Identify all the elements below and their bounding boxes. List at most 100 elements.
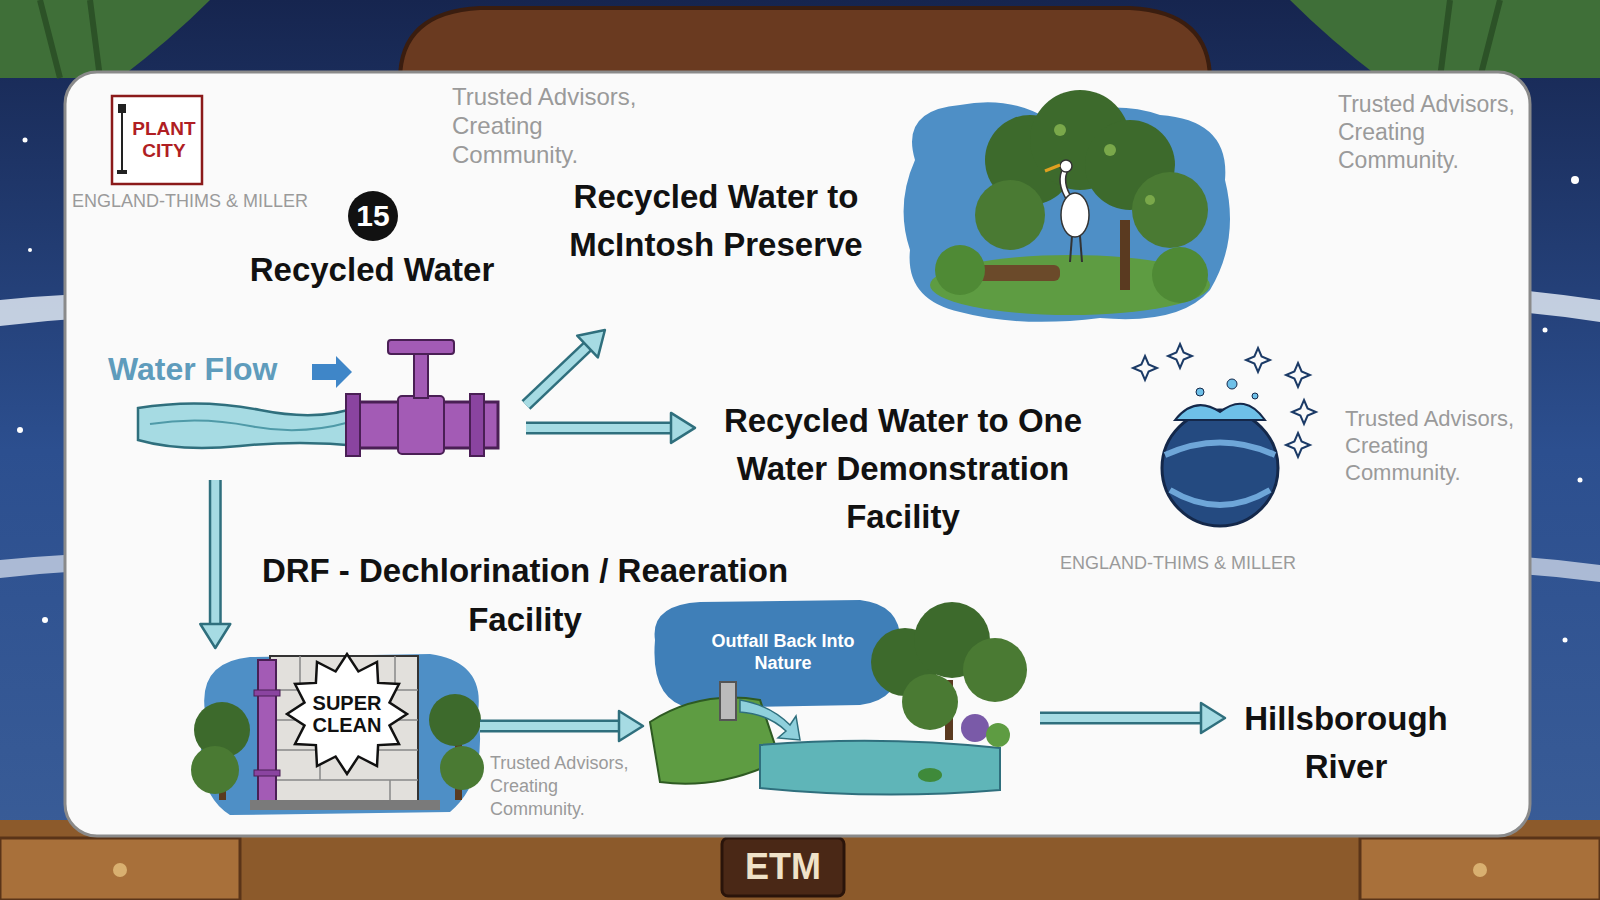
preserve-illustration [1060,160,1072,172]
wooden-frame [113,863,127,877]
facility-illustration [1292,400,1316,424]
night-sky [1543,328,1548,333]
flow-arrow [1040,703,1225,733]
node-heading: Recycled Water to One Water Demonstratio… [703,397,1103,541]
content-panel [65,72,1530,836]
drf-illustration [429,694,481,746]
wooden-frame [400,8,1210,80]
arrow-head [577,330,605,357]
arrow-outline [209,480,222,626]
outfall-illustration [961,714,989,742]
step-node: DRF - Dechlorination / Reaeration Facili… [194,648,480,818]
arrow-head [619,711,643,741]
night-sky [42,617,48,623]
arrow-body [480,722,621,730]
curtains [1290,0,1600,78]
drf-illustration [250,800,440,810]
callout-number: 15 [348,198,398,234]
night-sky [1563,638,1568,643]
preserve-illustration [1070,236,1072,262]
flow-arrow-icon [312,356,352,388]
facility-illustration [1227,379,1237,389]
wooden-frame [0,838,240,900]
outfall-illustration [720,682,736,720]
node-heading: Hillsborough River [1231,695,1461,791]
preserve-illustration [935,245,985,295]
flow-label: Water Flow [108,350,277,388]
outfall-illustration [654,600,900,708]
outfall-illustration [902,674,958,730]
arrow-outline [526,345,589,405]
step-node: Recycled Water to McIntosh Preserve [550,95,1245,330]
preserve-illustration [1104,144,1116,156]
curtains [40,0,100,78]
preserve-illustration [1054,124,1066,136]
facility-illustration [1133,344,1316,526]
pipe-illustration [346,394,360,456]
night-sky [1571,176,1579,184]
step-node: Hillsborough River [1225,690,1470,795]
facility-illustration [1133,356,1157,380]
pipe-illustration [398,396,444,454]
curtains [0,0,210,78]
drf-illustration [254,770,280,776]
pipe-illustration [470,394,484,456]
pipe-illustration [138,403,360,448]
preserve-illustration [1145,195,1155,205]
city-logo [112,96,202,184]
watermark-text: ENGLAND-THIMS & MILLER [72,190,308,212]
outfall-illustration [986,723,1010,747]
wooden-frame [1360,838,1600,900]
city-logo [121,112,123,172]
drf-illustration [258,660,276,805]
arrow-body [526,345,589,405]
facility-illustration [1286,363,1310,387]
arrow-head [1201,703,1225,733]
outfall-illustration [918,768,942,782]
facility-illustration [1196,388,1204,396]
arrow-outline [480,720,621,733]
facility-illustration [1165,443,1275,456]
drf-illustration [440,746,484,790]
city-logo [117,170,127,174]
drf-illustration [191,654,484,815]
arrow-body [1040,714,1203,722]
preserve-illustration [1132,172,1208,248]
node-heading: Recycled Water to McIntosh Preserve [546,173,886,269]
preserve-illustration [1045,165,1060,171]
starburst-text: SUPER CLEAN [307,692,387,736]
watermark-text: ENGLAND-THIMS & MILLER [1060,552,1296,574]
facility-illustration [1252,393,1258,399]
step-node: Outfall Back Into Nature [643,600,1040,800]
drf-illustration [254,690,280,696]
flow-arrow [526,330,605,405]
preserve-illustration [1152,247,1208,303]
outfall-illustration [963,638,1027,702]
drf-illustration [287,654,407,774]
preserve-illustration [1080,236,1082,262]
flow-arrow [200,480,230,648]
city-logo [118,104,126,113]
night-sky [17,427,23,433]
preserve-illustration [1120,220,1130,290]
drf-illustration [191,746,239,794]
arrow-body [211,480,219,626]
arrow-head [671,413,695,443]
watermark-text: Trusted Advisors, Creating Community. [1338,90,1526,174]
night-sky [23,138,28,143]
facility-illustration [1170,490,1270,505]
flow-arrow [480,711,643,741]
curtains [1440,0,1500,78]
facility-illustration [1162,410,1278,526]
node-heading: DRF - Dechlorination / Reaeration Facili… [225,546,825,644]
outfall-illustration [760,741,1000,795]
watermark-text: Trusted Advisors, Creating Community. [452,82,652,169]
night-sky [1578,478,1583,483]
logo-text: PLANT CITY [129,118,199,162]
wooden-frame [722,838,844,896]
pipe-illustration [388,340,454,354]
arrow-body [526,424,673,432]
arrow-outline [1040,712,1203,725]
facility-illustration [1175,404,1265,420]
